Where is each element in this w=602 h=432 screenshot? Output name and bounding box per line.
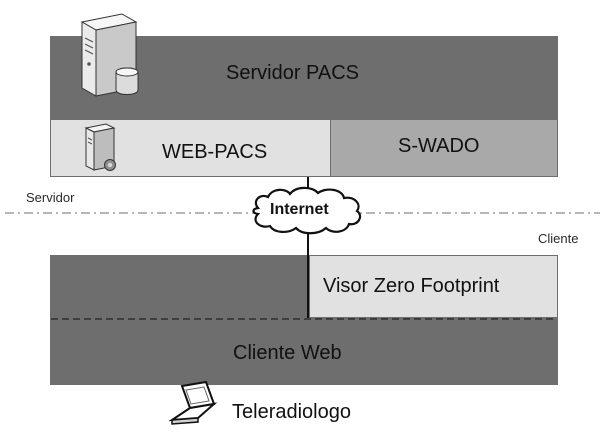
cliente-web-label: Cliente Web bbox=[233, 342, 342, 364]
servidor-zone-label: Servidor bbox=[26, 190, 75, 205]
servidor-pacs-label: Servidor PACS bbox=[226, 62, 360, 84]
cliente-zone-label: Cliente bbox=[538, 231, 579, 246]
laptop-icon bbox=[168, 380, 218, 425]
web-pacs-label: WEB-PACS bbox=[162, 141, 268, 163]
visor-zero-footprint-block bbox=[309, 255, 558, 318]
internet-label: Internet bbox=[270, 201, 329, 218]
visor-zero-footprint-label: Visor Zero Footprint bbox=[323, 275, 500, 297]
cloud-icon bbox=[252, 186, 362, 235]
s-wado-block bbox=[330, 119, 558, 177]
small-server-icon bbox=[84, 123, 116, 171]
s-wado-label: S-WADO bbox=[398, 135, 480, 157]
teleradiologo-label: Teleradiologo bbox=[232, 401, 351, 423]
server-tower-icon bbox=[80, 13, 139, 97]
